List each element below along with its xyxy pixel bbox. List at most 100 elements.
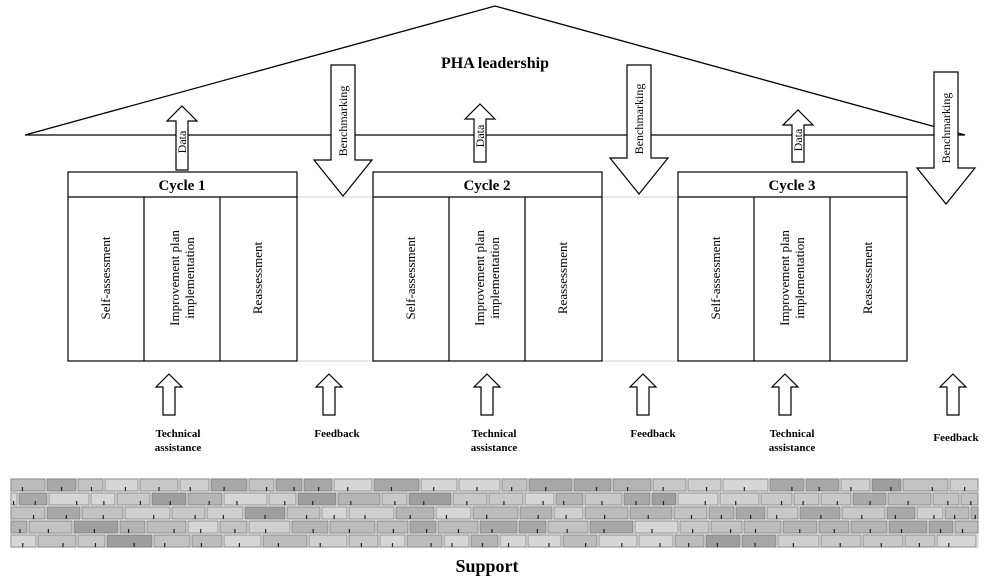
wall-brick xyxy=(820,492,852,506)
wall-brick xyxy=(151,492,187,506)
wall-brick xyxy=(710,520,743,534)
wall-brick xyxy=(376,520,409,534)
wall-brick xyxy=(501,478,528,492)
wall-brick xyxy=(743,520,782,534)
wall-brick xyxy=(820,534,862,548)
wall-brick xyxy=(77,478,104,492)
wall-brick xyxy=(902,478,949,492)
wall-brick xyxy=(555,492,584,506)
wall-brick xyxy=(799,506,841,520)
wall-brick xyxy=(268,492,297,506)
wall-brick xyxy=(760,492,793,506)
technical-assistance-label-line2: assistance xyxy=(769,442,816,454)
wall-brick xyxy=(916,506,944,520)
wall-brick xyxy=(191,534,223,548)
wall-brick xyxy=(673,506,708,520)
technical-assistance-label-line1: Technical xyxy=(156,428,201,440)
wall-brick xyxy=(488,492,524,506)
wall-brick xyxy=(871,478,902,492)
wall-brick xyxy=(458,478,501,492)
data-label: Data xyxy=(473,124,487,147)
wall-brick xyxy=(90,492,116,506)
wall-brick xyxy=(932,492,960,506)
wall-brick xyxy=(303,478,333,492)
phase-self-assessment: Self-assessment xyxy=(403,236,418,319)
wall-brick xyxy=(10,534,37,548)
wall-brick xyxy=(970,506,979,520)
wall-brick xyxy=(862,534,904,548)
wall-brick xyxy=(46,506,81,520)
wall-brick xyxy=(805,478,840,492)
phase-improvement: Improvement planimplementation xyxy=(167,230,197,326)
technical-assistance-label-line1: Technical xyxy=(770,428,815,440)
wall-brick xyxy=(886,506,916,520)
wall-brick xyxy=(638,534,674,548)
wall-brick xyxy=(634,520,679,534)
wall-brick xyxy=(146,520,187,534)
wall-brick xyxy=(944,506,970,520)
data-label: Data xyxy=(791,128,805,151)
phase-self-assessment: Self-assessment xyxy=(708,236,723,319)
wall-brick xyxy=(223,492,268,506)
wall-brick xyxy=(420,478,458,492)
wall-brick xyxy=(679,520,710,534)
wall-brick xyxy=(106,534,153,548)
wall-brick xyxy=(28,520,73,534)
feedback-arrow xyxy=(314,373,344,416)
wall-brick xyxy=(722,478,769,492)
wall-brick xyxy=(275,478,303,492)
phase-self-assessment: Self-assessment xyxy=(98,236,113,319)
wall-brick xyxy=(528,478,573,492)
wall-brick xyxy=(348,506,395,520)
benchmarking-arrow-down: Benchmarking xyxy=(312,64,374,197)
feedback-label: Feedback xyxy=(630,428,676,440)
wall-brick xyxy=(677,492,719,506)
wall-brick xyxy=(435,506,472,520)
wall-brick xyxy=(705,534,741,548)
wall-brick xyxy=(584,506,629,520)
wall-brick xyxy=(104,478,139,492)
wall-brick xyxy=(10,478,46,492)
wall-brick xyxy=(949,478,979,492)
wall-brick xyxy=(674,534,705,548)
wall-brick xyxy=(562,534,598,548)
wall-brick xyxy=(741,534,777,548)
wall-brick xyxy=(472,506,519,520)
technical-assistance-label-line2: assistance xyxy=(155,442,202,454)
wall-brick xyxy=(37,534,77,548)
wall-brick xyxy=(348,534,379,548)
wall-brick xyxy=(850,520,888,534)
phase-improvement: Improvement planimplementation xyxy=(472,230,502,326)
wall-brick xyxy=(308,534,348,548)
wall-brick xyxy=(77,534,106,548)
wall-brick xyxy=(841,506,886,520)
feedback-label: Feedback xyxy=(314,428,360,440)
cycle-title: Cycle 3 xyxy=(768,178,815,194)
wall-brick xyxy=(291,520,329,534)
wall-brick xyxy=(10,506,46,520)
phase-reassessment: Reassessment xyxy=(860,242,875,315)
wall-brick xyxy=(960,492,979,506)
wall-brick xyxy=(470,534,499,548)
wall-brick xyxy=(584,492,623,506)
wall-brick xyxy=(18,492,48,506)
benchmarking-label: Benchmarking xyxy=(632,84,646,155)
phase-improvement: Improvement planimplementation xyxy=(777,230,807,326)
wall-brick xyxy=(153,534,191,548)
wall-brick xyxy=(73,520,119,534)
technical-assistance-arrow xyxy=(770,373,800,416)
cycle-box-1: Cycle 1 Self-assessment Improvement plan… xyxy=(67,171,298,362)
technical-assistance-label-line2: assistance xyxy=(471,442,518,454)
wall-brick xyxy=(116,492,151,506)
wall-brick xyxy=(936,534,977,548)
wall-brick xyxy=(954,520,979,534)
wall-brick xyxy=(395,506,435,520)
wall-brick xyxy=(518,520,547,534)
wall-brick xyxy=(793,492,820,506)
wall-brick xyxy=(547,520,589,534)
roof-title: PHA leadership xyxy=(441,55,549,72)
wall-brick xyxy=(719,492,760,506)
wall-brick xyxy=(499,534,527,548)
